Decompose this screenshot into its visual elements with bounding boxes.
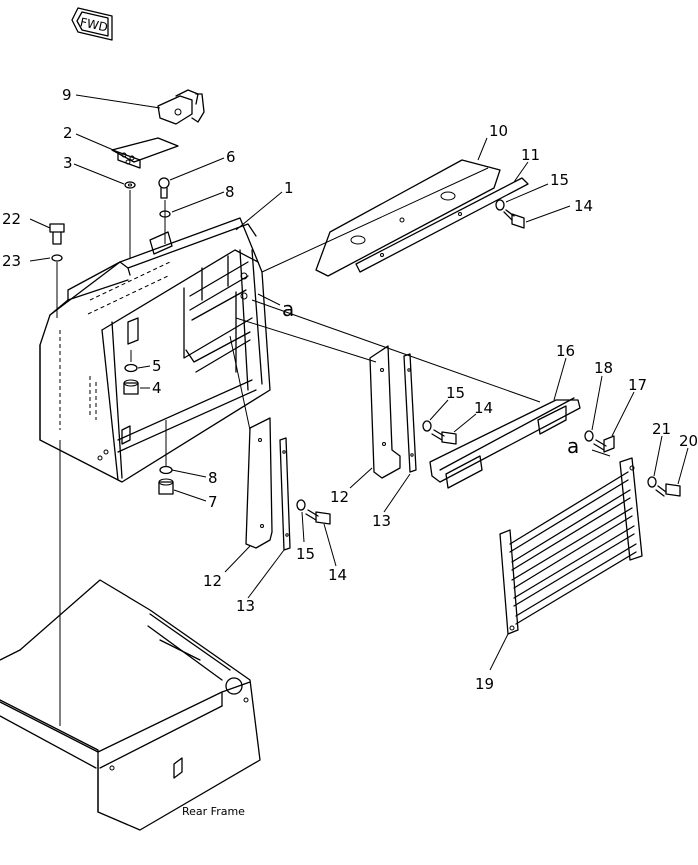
- callout-numbers: 9 2 3 6 8 1 10 11 15 14 22 23 5 4 16 18 …: [2, 86, 698, 693]
- part-14-bolt-lower: [305, 509, 331, 525]
- callout-15-mid: 15: [446, 384, 465, 402]
- callout-15-upper: 15: [550, 171, 569, 189]
- part-18-washer: [584, 430, 594, 442]
- callout-13-left: 13: [236, 597, 255, 615]
- part-14-bolt-mid: [431, 429, 457, 445]
- part-21-washer: [647, 476, 657, 488]
- callout-19: 19: [475, 675, 494, 693]
- part-22-bolt: [49, 223, 65, 245]
- callout-18: 18: [594, 359, 613, 377]
- callout-15-lower: 15: [296, 545, 315, 563]
- part-19-grille: [499, 457, 643, 635]
- part-17-bolt: [593, 435, 615, 453]
- callout-1: 1: [284, 179, 294, 197]
- part-3-washer: [124, 181, 136, 189]
- callout-14-lower: 14: [328, 566, 347, 584]
- part-11-seal-strip: [355, 177, 529, 273]
- part-23-washer: [51, 254, 63, 262]
- part-20-bolt: [655, 483, 681, 497]
- callout-2: 2: [63, 124, 73, 142]
- callout-4: 4: [152, 379, 162, 397]
- callout-21: 21: [652, 420, 671, 438]
- part-14-bolt-upper: [503, 209, 525, 229]
- callout-10: 10: [489, 122, 508, 140]
- fwd-badge-text: FWD: [79, 15, 109, 35]
- reference-letter-a-upper: a: [282, 297, 294, 321]
- part-12-bracket-left: [245, 417, 273, 549]
- fwd-direction-badge: FWD: [71, 7, 113, 41]
- callout-3: 3: [63, 154, 73, 172]
- callout-16: 16: [556, 342, 575, 360]
- part-15-washer-upper: [495, 199, 505, 211]
- part-9-latch: [157, 89, 205, 125]
- part-1-radiator-frame: [39, 217, 271, 483]
- part-10-cover-plate: [315, 159, 501, 277]
- callout-11: 11: [521, 146, 540, 164]
- callout-14-mid: 14: [474, 399, 493, 417]
- callout-6: 6: [226, 148, 236, 166]
- callout-14-upper: 14: [574, 197, 593, 215]
- rear-frame-caption: Rear Frame: [182, 805, 245, 818]
- part-16-grille-frame: [429, 397, 581, 489]
- leader-lines: [29, 94, 689, 671]
- part-15-washer-mid: [422, 420, 432, 432]
- part-8-washer-lower: [159, 465, 173, 475]
- part-13-strip-right: [403, 353, 417, 473]
- callout-23: 23: [2, 252, 21, 270]
- reference-letter-a-lower: a: [567, 434, 579, 458]
- part-13-strip-left: [279, 437, 291, 551]
- part-7-nut: [158, 478, 174, 495]
- part-12-bracket-right: [369, 345, 401, 479]
- callout-13-right: 13: [372, 512, 391, 530]
- assembly-centerlines: [56, 167, 611, 726]
- part-15-washer-lower: [296, 499, 306, 511]
- callout-22: 22: [2, 210, 21, 228]
- part-4-nut: [123, 379, 139, 395]
- part-6-eye-bolt: [158, 177, 170, 199]
- callout-8-lower: 8: [208, 469, 218, 487]
- rear-frame: Rear Frame: [0, 579, 261, 831]
- callout-9: 9: [62, 86, 72, 104]
- callout-17: 17: [628, 376, 647, 394]
- part-5-washer: [124, 363, 138, 373]
- callout-12-right: 12: [330, 488, 349, 506]
- callout-5: 5: [152, 357, 162, 375]
- callout-7: 7: [208, 493, 218, 511]
- part-2-hinge-plate: [111, 137, 179, 169]
- callout-8-upper: 8: [225, 183, 235, 201]
- callout-12-left: 12: [203, 572, 222, 590]
- callout-20: 20: [679, 432, 698, 450]
